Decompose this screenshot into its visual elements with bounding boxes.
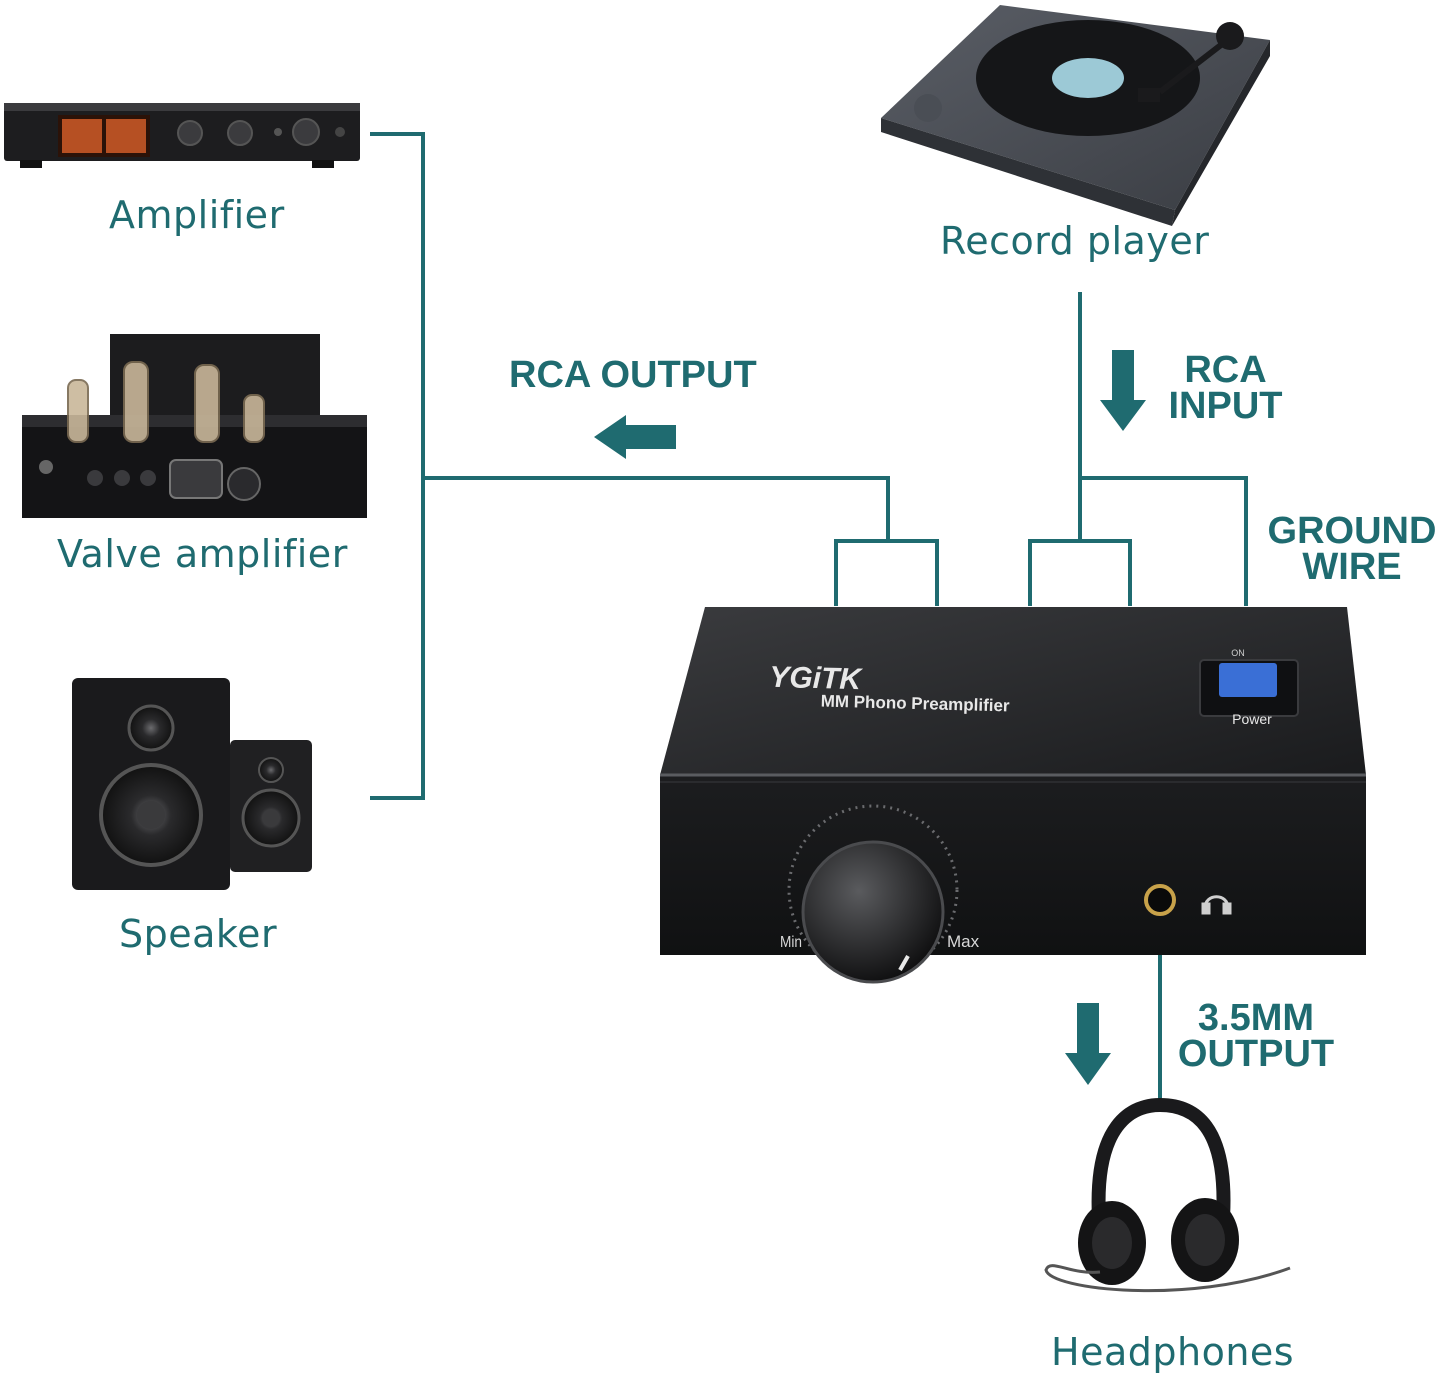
preamp-brand: YGiTK [769,661,864,696]
rca-output-fork [834,539,939,606]
amplifier-label: Amplifier [109,193,285,237]
mm-output-label: 3.5MM OUTPUT [1172,997,1340,1075]
volume-knob[interactable] [801,840,945,984]
ground-wire-line [1080,476,1248,606]
knob-min-label: Min [780,934,802,951]
power-button[interactable] [1219,663,1277,697]
valve-amplifier-label: Valve amplifier [57,532,348,576]
headphones-label: Headphones [1051,1330,1295,1374]
rca-output-label: RCA OUTPUT [509,354,757,396]
arrow-down-icon [1100,350,1146,431]
rca-input-fork [1028,539,1132,606]
rca-input-line1: RCA [1184,349,1267,391]
amplifier-line [370,132,425,800]
power-switch-on-label: ON [1231,648,1245,658]
preamp-box [660,607,1366,984]
rca-input-line2: INPUT [1168,385,1283,427]
ground-wire-label: GROUND WIRE [1262,510,1442,588]
mm-output-line1: 3.5MM [1197,997,1315,1039]
valve-amplifier-image [22,334,367,518]
preamp-model: MM Phono Preamplifier [820,692,1010,716]
amplifier-image [4,103,360,168]
headphones-image [1044,1097,1291,1293]
arrow-down-icon [1065,1003,1111,1085]
volume-scale [787,804,959,976]
ground-wire-line1: GROUND [1267,510,1437,552]
mm-output-line2: OUTPUT [1177,1033,1335,1075]
headphone-icon [1201,895,1232,915]
rca-input-label: RCA INPUT [1163,349,1288,427]
headphone-jack[interactable] [1144,884,1176,916]
record-player-image [881,5,1270,226]
arrow-left-icon [594,415,676,459]
knob-max-label: Max [947,932,980,951]
power-switch-label: Power [1232,711,1272,727]
speaker-image [72,678,312,890]
record-player-label: Record player [940,219,1210,263]
rca-output-line [423,476,890,541]
speaker-label: Speaker [119,912,278,956]
ground-wire-line2: WIRE [1302,546,1402,588]
